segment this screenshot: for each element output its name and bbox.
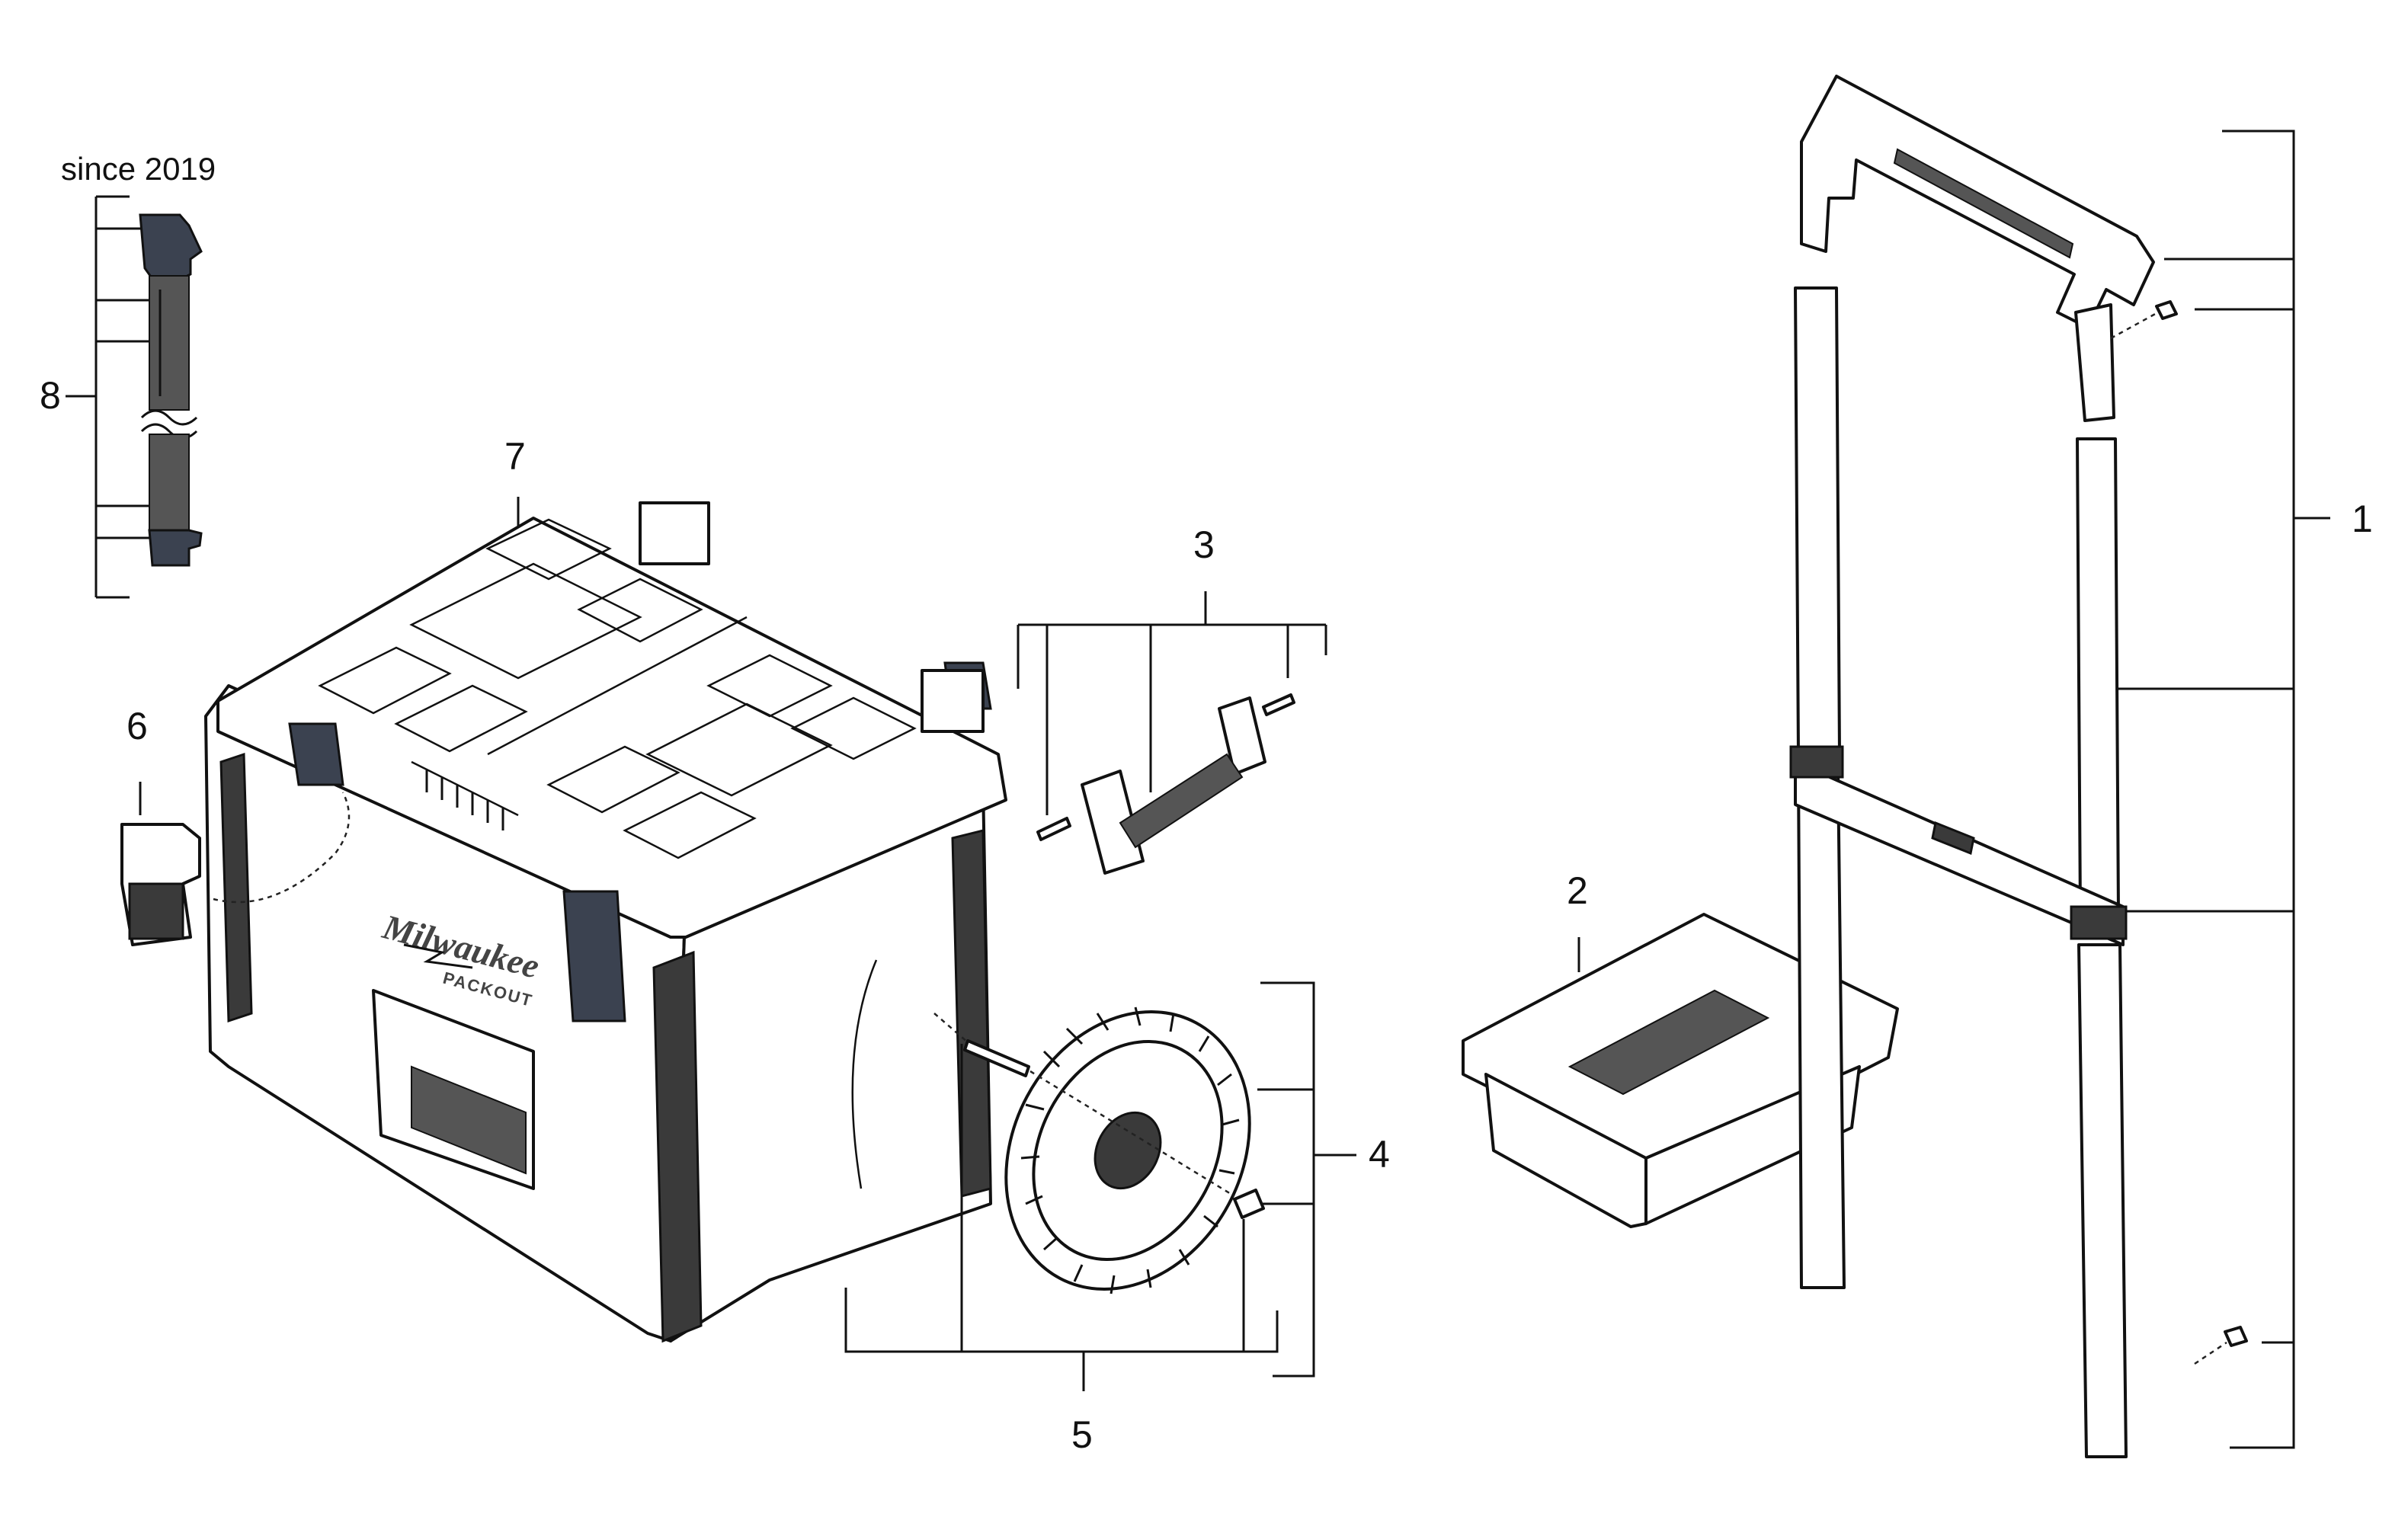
wheel-hub xyxy=(1094,1111,1162,1190)
callout-8: 8 xyxy=(40,374,61,417)
handle-left-mount xyxy=(1081,770,1145,875)
latch-front xyxy=(562,890,626,1022)
part-1-sub-leaders xyxy=(2096,258,2294,1344)
part-8-side-rail: since 2019 8 xyxy=(40,151,216,599)
screw-bottom xyxy=(2224,1326,2248,1347)
callout-2: 2 xyxy=(1567,869,1588,912)
part-4-wheel: 4 xyxy=(1004,981,1390,1378)
lower-tube-left xyxy=(1797,768,1846,1289)
screw-top xyxy=(2155,300,2178,320)
callout-5: 5 xyxy=(1071,1413,1093,1456)
wheel-tread xyxy=(1020,1006,1240,1294)
pin-left xyxy=(1036,817,1071,841)
side-recess xyxy=(851,959,878,1189)
part-1-telescoping-handle: 1 xyxy=(1789,75,2373,1458)
part-5-bracket xyxy=(844,1288,1279,1391)
left-corner-post xyxy=(219,752,253,1023)
front-handle-ribs xyxy=(425,770,504,830)
lanyard-path xyxy=(213,792,351,904)
rail-bottom-cap xyxy=(148,529,203,567)
screw-bottom-path xyxy=(2194,1341,2227,1365)
rail-break-mark xyxy=(140,409,198,426)
part-8-sub-leaders xyxy=(96,227,152,539)
part-4-sub-leaders xyxy=(1257,1088,1314,1205)
handle-socket-right xyxy=(921,669,985,733)
latch-clip-grip xyxy=(128,882,184,940)
part-5-sub-leaders xyxy=(960,1044,1245,1352)
part-6-latch-clip: 6 xyxy=(120,705,201,946)
rail-upper-body xyxy=(149,275,190,411)
part-3-bracket xyxy=(1017,591,1327,689)
since-2019-note: since 2019 xyxy=(61,151,216,187)
callout-3: 3 xyxy=(1193,523,1215,566)
crossbar-collar-right xyxy=(2070,905,2128,940)
callout-1: 1 xyxy=(2352,498,2373,540)
part-7-rolling-tool-box: 7 xyxy=(204,435,1007,1343)
top-handle-grip xyxy=(1893,148,2074,259)
handle-socket-rear xyxy=(639,501,710,565)
screw-top-path xyxy=(2110,311,2159,340)
rail-top-cap xyxy=(139,213,203,280)
front-vent xyxy=(411,1065,527,1175)
handle-left-stub xyxy=(2074,303,2115,422)
axle-dashed-line xyxy=(933,1013,1235,1198)
upper-tube-right xyxy=(2076,437,2120,916)
part-1-bracket xyxy=(2222,130,2330,1449)
upper-tube-left xyxy=(1794,286,1841,756)
wheel-nut xyxy=(1233,1189,1265,1219)
axle-rod xyxy=(963,1039,1030,1077)
crossbar-release-button xyxy=(1931,821,1975,856)
part-3-sub-leaders xyxy=(1045,625,1289,815)
pin-right xyxy=(1262,693,1295,716)
handle-grip xyxy=(1119,753,1244,849)
front-handle xyxy=(411,760,519,817)
lid-recess-pads xyxy=(318,518,917,859)
front-corner-post xyxy=(652,950,703,1343)
latch-left xyxy=(288,722,344,786)
callout-6: 6 xyxy=(126,705,148,747)
tray-center-grip xyxy=(1567,989,1770,1096)
part-4-bracket xyxy=(1260,981,1356,1378)
crossbar xyxy=(1794,760,2125,946)
part-5-axle: 5 xyxy=(844,1013,1279,1456)
callout-7: 7 xyxy=(504,435,526,478)
tray-front-bin xyxy=(1484,1073,1647,1228)
lower-tube-right xyxy=(2077,943,2128,1458)
callout-4: 4 xyxy=(1369,1133,1390,1176)
handle-right-mount xyxy=(1218,696,1266,776)
crossbar-collar-left xyxy=(1789,745,1844,779)
lightning-bolt xyxy=(403,943,473,969)
rail-lower-body xyxy=(149,434,190,531)
part-3-side-handle: 3 xyxy=(1017,523,1327,875)
